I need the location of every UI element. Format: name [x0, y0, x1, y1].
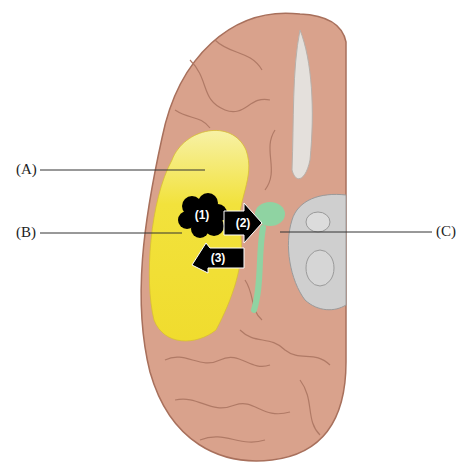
- callout-number: (2): [236, 216, 251, 230]
- arrow-shape: [192, 243, 244, 273]
- sulcus-line: [300, 380, 320, 435]
- sulcus-line: [175, 110, 210, 128]
- brainstem: [288, 194, 346, 309]
- arrow-callout: (3): [192, 243, 244, 273]
- brainstem-shape: [288, 194, 346, 309]
- olfactory-tract: [292, 30, 312, 179]
- leader-line: [40, 170, 205, 171]
- sulcus-line: [175, 399, 290, 414]
- part-label: (C): [436, 223, 456, 240]
- arrow-callout: (2): [224, 203, 262, 243]
- sulcus-line: [215, 40, 262, 70]
- arrow-shape: [224, 203, 262, 243]
- part-label: (B): [16, 224, 36, 241]
- brainstem-detail: [306, 212, 330, 232]
- green-structure: [254, 228, 263, 310]
- callout-number: (3): [211, 251, 226, 265]
- part-label: (A): [16, 161, 37, 178]
- sulcus-line: [200, 437, 265, 442]
- leader-line: [40, 233, 182, 234]
- sulcus-line: [240, 330, 330, 365]
- cloud-lobe: [178, 211, 196, 229]
- temporal-region: [149, 130, 249, 341]
- leader-line: [280, 232, 432, 233]
- callout-number: (1): [195, 208, 210, 222]
- hemisphere-outline: [141, 13, 346, 461]
- sulcus-line: [165, 357, 270, 366]
- sulcus-line: [265, 130, 275, 190]
- brainstem-detail: [306, 250, 334, 286]
- sulcus-line: [190, 60, 270, 112]
- cloud-callout: (1): [178, 192, 226, 238]
